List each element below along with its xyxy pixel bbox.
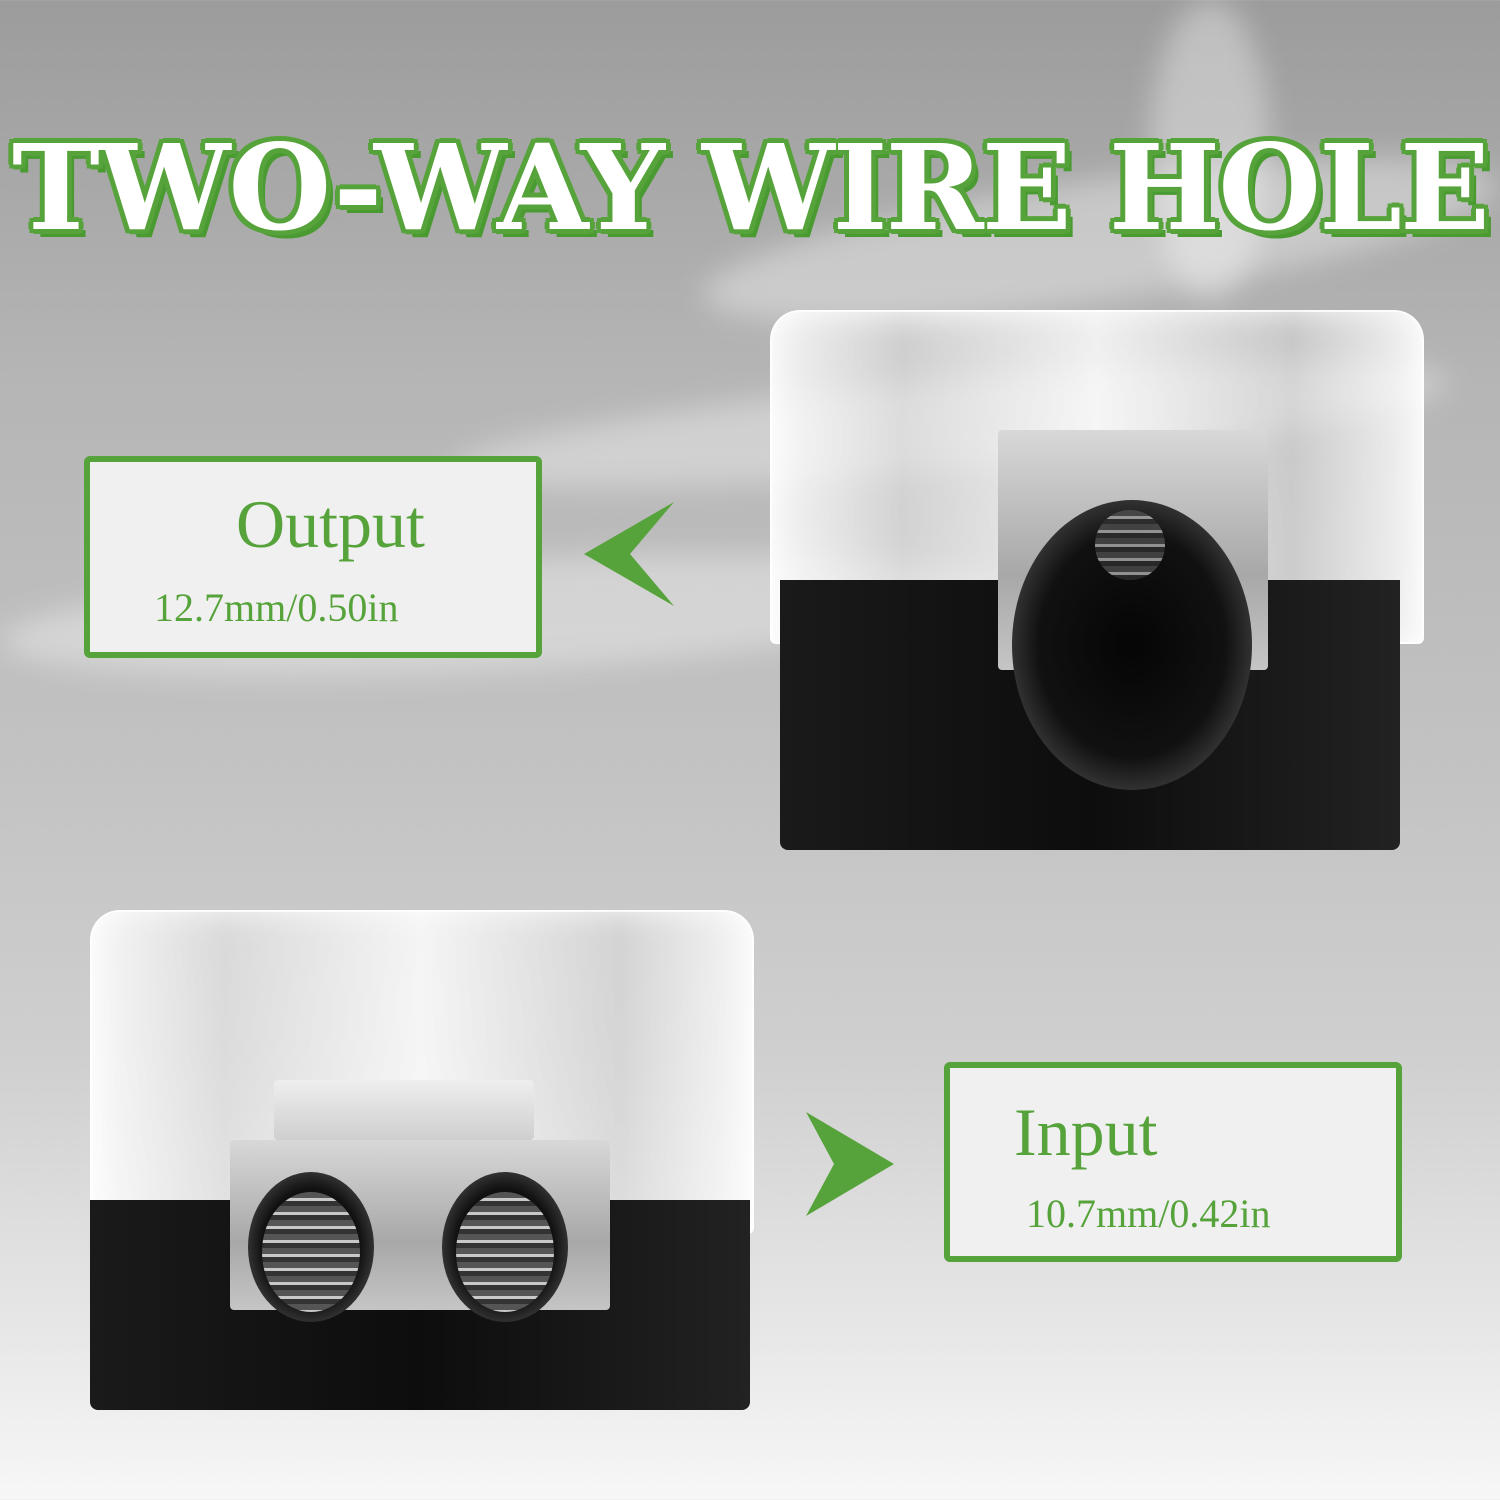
- input-label: Input: [1014, 1094, 1158, 1170]
- set-screw-threads: [1095, 510, 1165, 580]
- output-label: Output: [236, 486, 425, 562]
- output-size: 12.7mm/0.50in: [154, 585, 399, 630]
- arrow-right-icon: [806, 1112, 894, 1216]
- set-screw-threads-right: [456, 1192, 554, 1312]
- set-screw-threads-left: [262, 1192, 360, 1312]
- arrow-left-icon: [584, 502, 674, 606]
- metal-terminal-block-top: [274, 1080, 534, 1140]
- product-image-output-side: [760, 300, 1440, 870]
- input-size: 10.7mm/0.42in: [1026, 1191, 1271, 1236]
- background-streak: [1150, 0, 1270, 300]
- page-title: TWO-WAY WIRE HOLE: [12, 118, 1490, 258]
- input-label-box: Input 10.7mm/0.42in: [944, 1062, 1402, 1262]
- output-label-box: Output 12.7mm/0.50in: [84, 456, 542, 658]
- product-image-input-side: [80, 910, 760, 1430]
